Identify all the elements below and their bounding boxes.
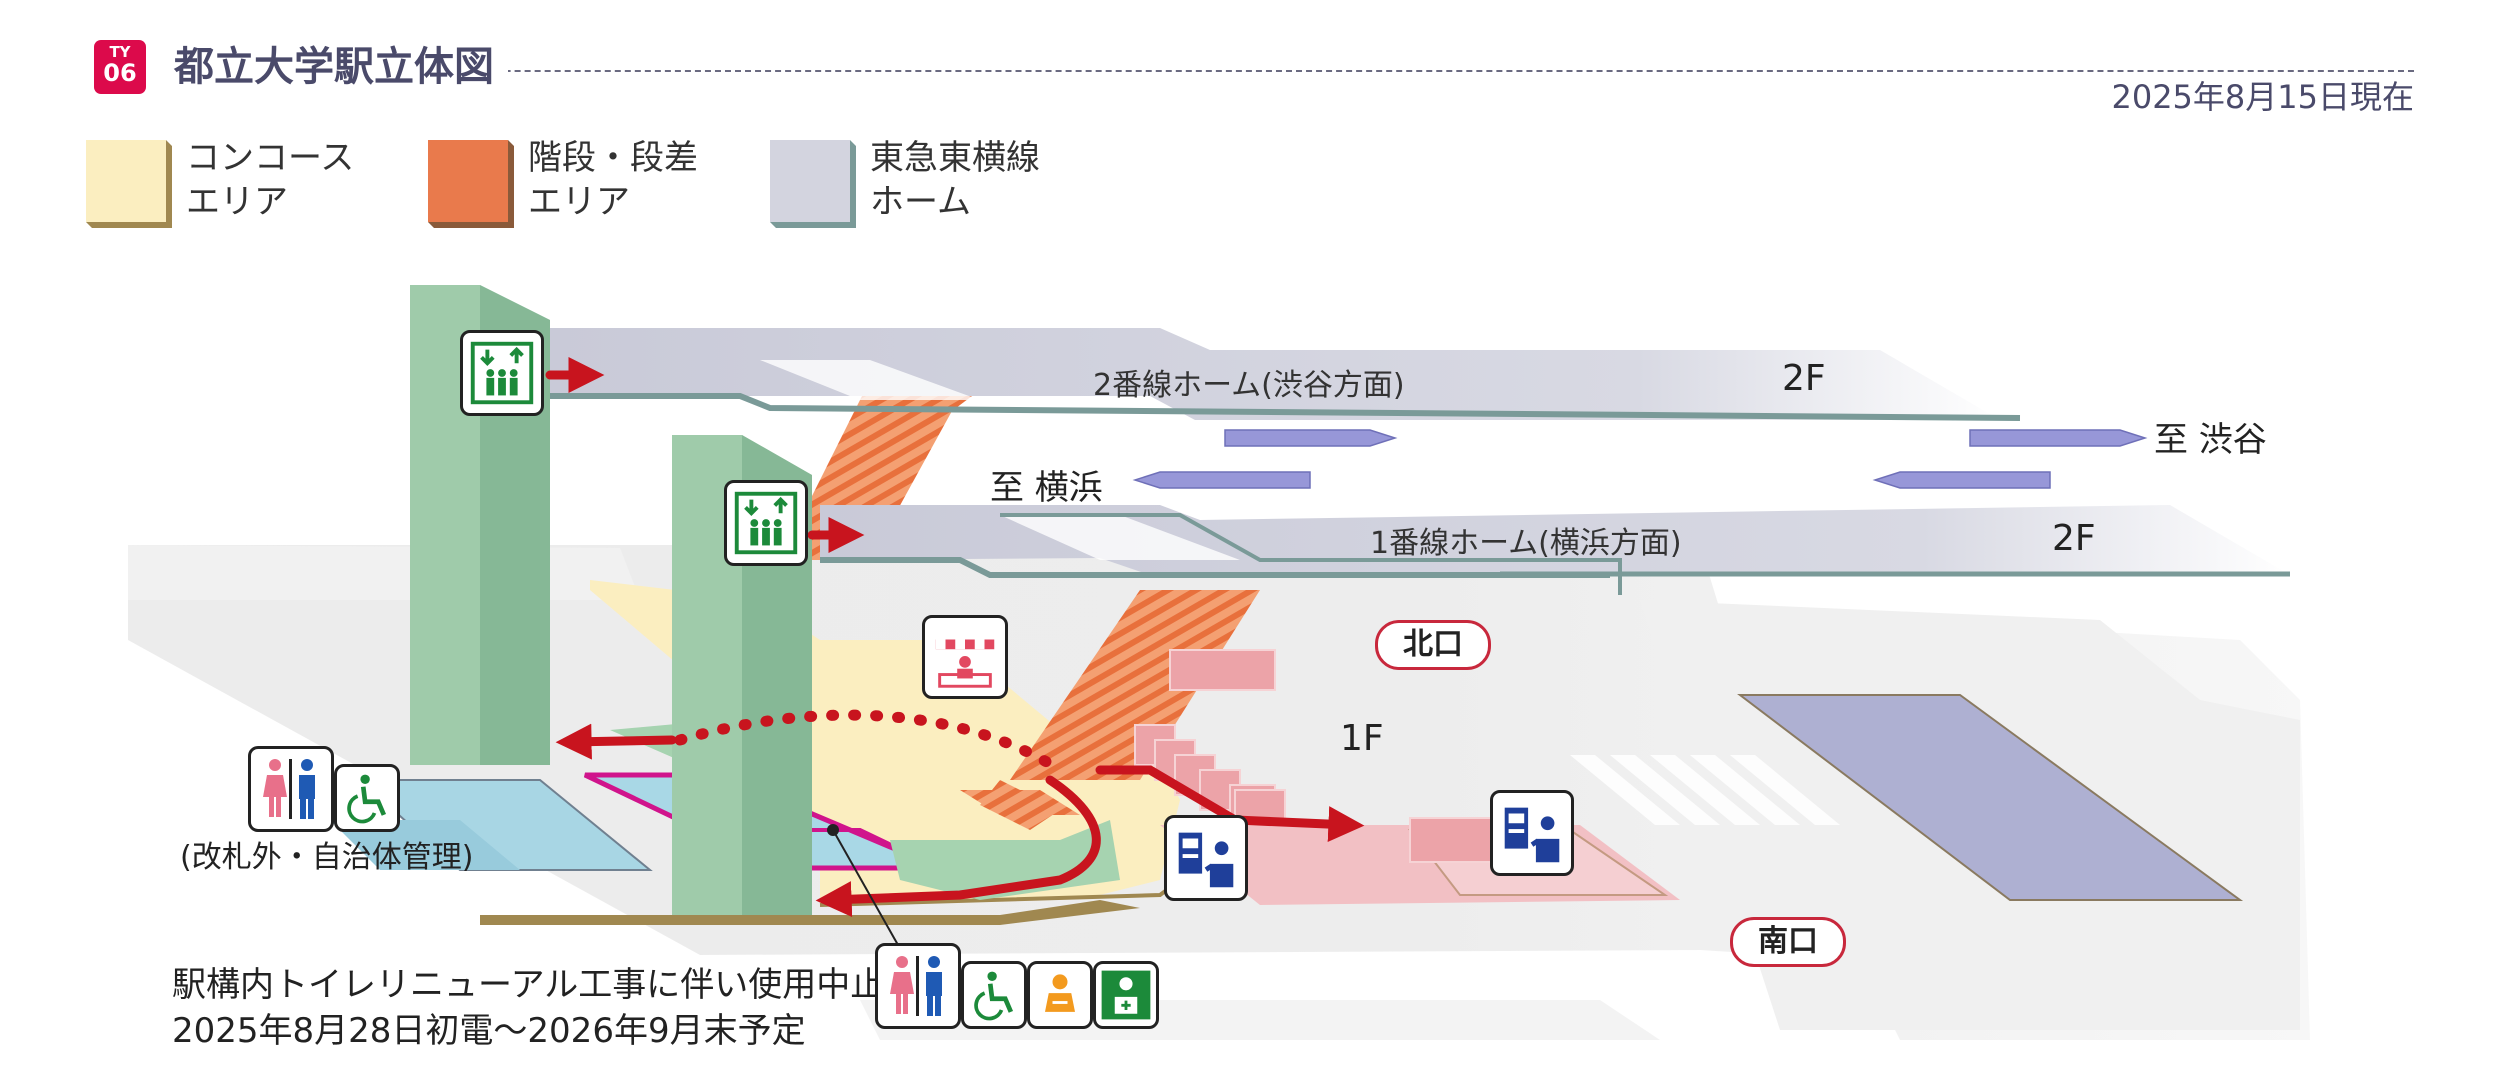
platform-2-label: 2番線ホーム(渋谷方面) [1093, 368, 1405, 403]
crosswalk [1570, 755, 1840, 825]
platform-2 [550, 328, 2021, 421]
header: TY 06 都立大学駅立体図 2025年8月15日現在 [94, 40, 2414, 116]
as-of-date: 2025年8月15日現在 [2111, 78, 2414, 116]
notice-line-1: 駅構内トイレリニューアル工事に伴い使用中止 [172, 965, 885, 1005]
elevator-icon [460, 330, 544, 416]
notice-line-2: 2025年8月28日初電〜2026年9月末予定 [172, 1011, 806, 1051]
direction-shibuya: 至 渋谷 [2154, 420, 2267, 460]
shop-icon [922, 615, 1008, 699]
direction-arrows [1132, 429, 2148, 489]
wheelchair-icon [334, 764, 400, 832]
floor-1f-label: 1F [1340, 718, 1384, 759]
legend-label: 階段・段差エリア [528, 138, 698, 222]
direction-yokohama: 至 横浜 [990, 468, 1103, 508]
south-exit-badge: 南口 [1730, 917, 1846, 967]
legend-label: 東急東横線ホーム [870, 138, 1040, 222]
north-exit-badge: 北口 [1375, 620, 1491, 670]
legend-swatch-stairs [428, 140, 514, 228]
outside-restroom-note: (改札外・自治体管理) [180, 840, 474, 875]
restroom-closure-notice: 駅構内トイレリニューアル工事に伴い使用中止 2025年8月28日初電〜2026年… [172, 962, 884, 1054]
route-arrows [545, 357, 1365, 918]
restroom-icon [248, 746, 334, 832]
platform-2-floor: 2F [1782, 358, 1826, 399]
leader-line [832, 829, 899, 946]
platform-1 [820, 505, 2290, 595]
page-title: 都立大学駅立体図 [174, 40, 508, 94]
line-code: TY [109, 43, 131, 61]
ticket-machine-icon [1164, 815, 1248, 901]
baby-changing-icon [1027, 961, 1093, 1029]
ostomate-icon [1093, 961, 1159, 1029]
wheelchair-icon [961, 961, 1027, 1029]
platform-1-label: 1番線ホーム(横浜方面) [1370, 526, 1682, 561]
station-number-badge: TY 06 [94, 40, 146, 94]
legend-swatch-platform [770, 140, 856, 228]
outside-restroom-block [330, 779, 653, 871]
restroom-icon [875, 943, 961, 1029]
ticket-machine-icon [1490, 790, 1574, 876]
leader-dot [827, 824, 839, 836]
title-divider [174, 70, 2414, 72]
building-block [1737, 694, 2244, 901]
legend-swatch-concourse [86, 140, 172, 228]
elevator-icon [724, 480, 808, 566]
platform-1-floor: 2F [2052, 518, 2096, 559]
legend-label: コンコースエリア [186, 138, 355, 222]
station-number: 06 [103, 59, 137, 87]
